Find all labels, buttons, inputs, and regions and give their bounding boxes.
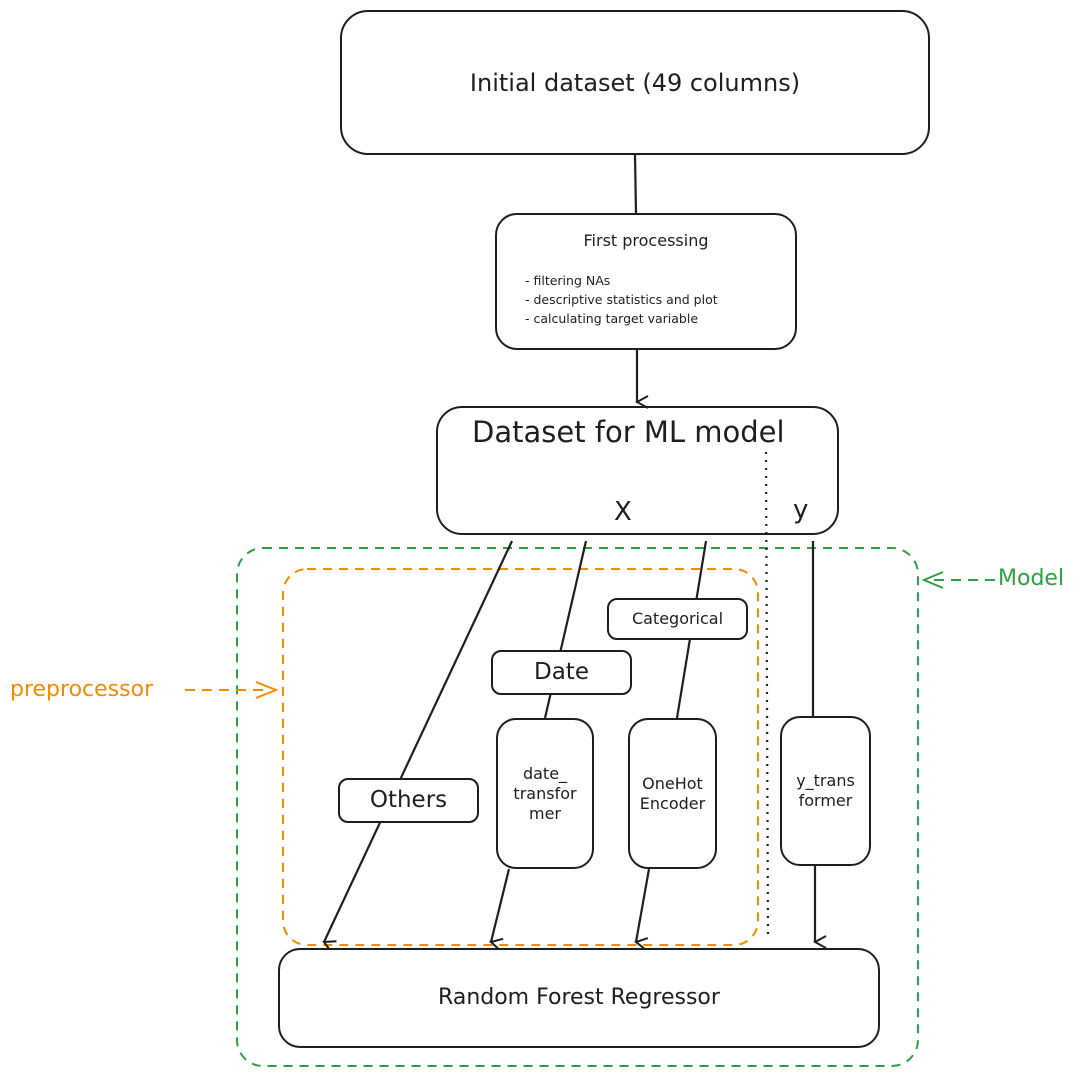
edge-initial-to-first [633,154,638,215]
model-group-label: Model [998,566,1065,591]
preprocessor-group-boundary [282,568,759,946]
edge-date-transformer-to-random-forest [491,868,511,942]
onehot-encoder-label-line: Encoder [639,793,706,813]
model-group-boundary [236,547,919,1067]
dataset-ml-y-label: y [793,495,809,525]
date-transformer-label-line: transfor [513,783,577,803]
initial-dataset-label: Initial dataset (49 columns) [469,68,801,97]
node-initial-dataset: Initial dataset (49 columns) [340,10,930,155]
date-label: Date [534,659,589,686]
step-item: - filtering NAs [525,273,611,288]
node-onehot-encoder: OneHot Encoder [628,718,717,869]
node-first-processing: First processing - filtering NAs - descr… [495,213,797,350]
dataset-ml-title: Dataset for ML model [472,415,785,449]
node-date-transformer: date_ transfor mer [496,718,594,869]
date-transformer-label-line: mer [528,803,561,823]
edge-onehot-to-random-forest [636,868,651,942]
y-transformer-label-line: former [798,791,853,810]
node-random-forest-regressor: Random Forest Regressor [278,948,880,1048]
date-transformer-label-line: date_ [522,763,568,783]
y-transformer-label-line: y_trans [796,771,855,790]
preprocessor-pointer-arrowhead [255,681,279,699]
node-categorical: Categorical [607,598,748,640]
model-pointer-arrowhead [921,571,944,589]
node-date: Date [491,650,632,695]
first-processing-title: First processing [583,231,709,250]
preprocessor-group-label: preprocessor [10,677,154,702]
step-item: - calculating target variable [525,311,699,326]
node-dataset-ml: Dataset for ML model X y [436,406,839,535]
node-others: Others [338,778,479,823]
onehot-encoder-label-line: OneHot [642,773,703,793]
edge-x-to-random-forest-others [324,540,513,942]
node-y-transformer: y_trans former [780,716,871,866]
first-processing-steps: - filtering NAs - descriptive statistics… [497,271,795,328]
dataset-ml-x-label: X [614,497,632,527]
step-item: - descriptive statistics and plot [525,292,718,307]
others-label: Others [369,787,448,814]
categorical-label: Categorical [631,609,724,628]
random-forest-label: Random Forest Regressor [438,985,720,1011]
